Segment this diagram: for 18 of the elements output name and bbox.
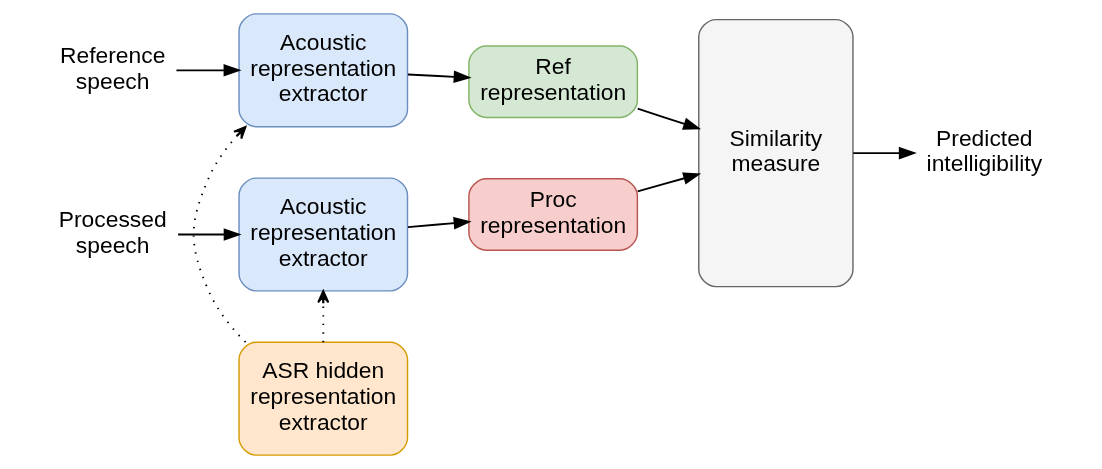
node-box: ASR hidden representation extractor [238,341,409,456]
arrow [407,216,472,230]
arrow [192,125,247,344]
arrow [852,146,917,160]
node-text: Predicted intelligibility [926,124,1043,177]
node-box: Similarity measure [698,18,854,288]
node-text: Processed speech [58,206,167,258]
node-box: Ref representation [468,45,639,119]
node-box: Acoustic representation extractor [238,177,409,292]
arrow [177,228,242,241]
arrow [636,107,702,130]
arrow [407,70,472,84]
node-box: Proc representation [468,178,639,251]
arrow [636,172,702,193]
arrow [175,64,242,77]
arrow [317,289,330,344]
node-box: Acoustic representation extractor [238,13,409,128]
node-text: Reference speech [60,41,166,94]
